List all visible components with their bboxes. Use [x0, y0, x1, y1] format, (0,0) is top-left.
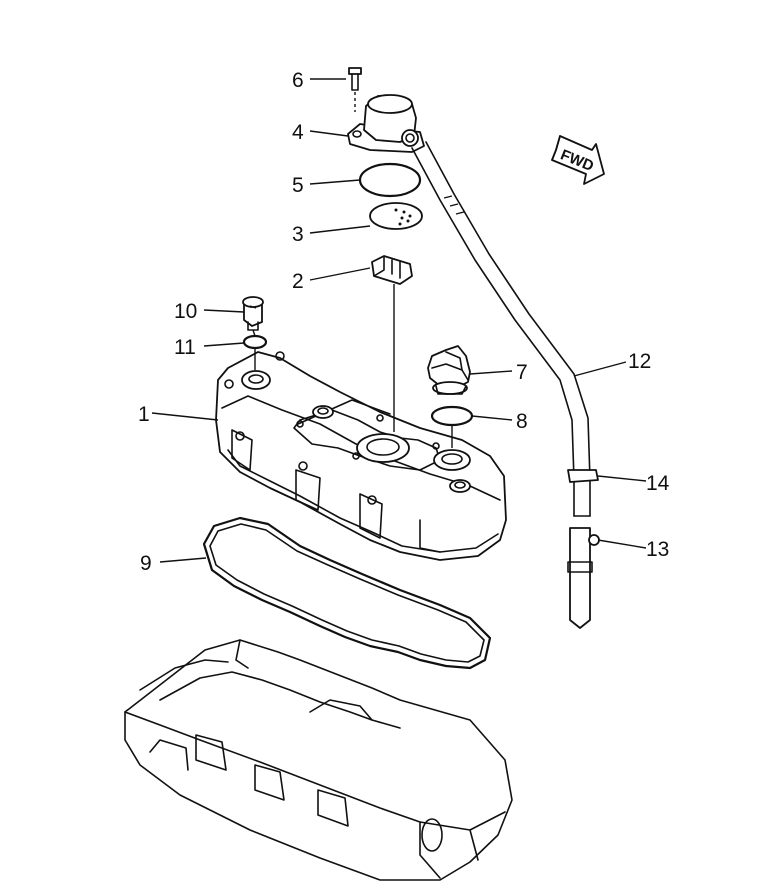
breather-cover-4: [347, 94, 425, 153]
oil-filler-cap-7: [427, 345, 471, 395]
callout-labels: 6 4 5 3 2 10 11 1 7 8 9 12 13 14: [138, 69, 670, 575]
callout-12: 12: [628, 350, 651, 373]
cylinder-head-block: [124, 639, 513, 881]
callout-2: 2: [292, 270, 304, 293]
fwd-arrow-icon: FWD: [551, 135, 605, 185]
o-ring-8: [430, 405, 474, 427]
callout-11: 11: [174, 336, 196, 359]
o-ring-5: [358, 162, 422, 198]
callout-7: 7: [516, 361, 528, 384]
bolt-6: [348, 67, 362, 112]
breather-plate-3: [369, 202, 423, 230]
callout-8: 8: [516, 410, 528, 433]
callout-6: 6: [292, 69, 304, 92]
gasket-9: [202, 516, 492, 670]
leader-lines: [151, 78, 647, 563]
clip-13: [567, 527, 600, 629]
breather-element-2: [371, 255, 413, 285]
callout-5: 5: [292, 174, 304, 197]
callout-10: 10: [174, 300, 197, 323]
head-cover-1: [215, 351, 507, 561]
callout-9: 9: [140, 552, 152, 575]
callout-4: 4: [292, 121, 304, 144]
o-ring-11: [242, 334, 268, 350]
callout-3: 3: [292, 223, 304, 246]
callout-1: 1: [138, 403, 150, 426]
bolt-10: [242, 296, 264, 331]
callout-13: 13: [646, 538, 669, 561]
callout-14: 14: [646, 472, 670, 495]
clamp-14: [567, 469, 599, 483]
